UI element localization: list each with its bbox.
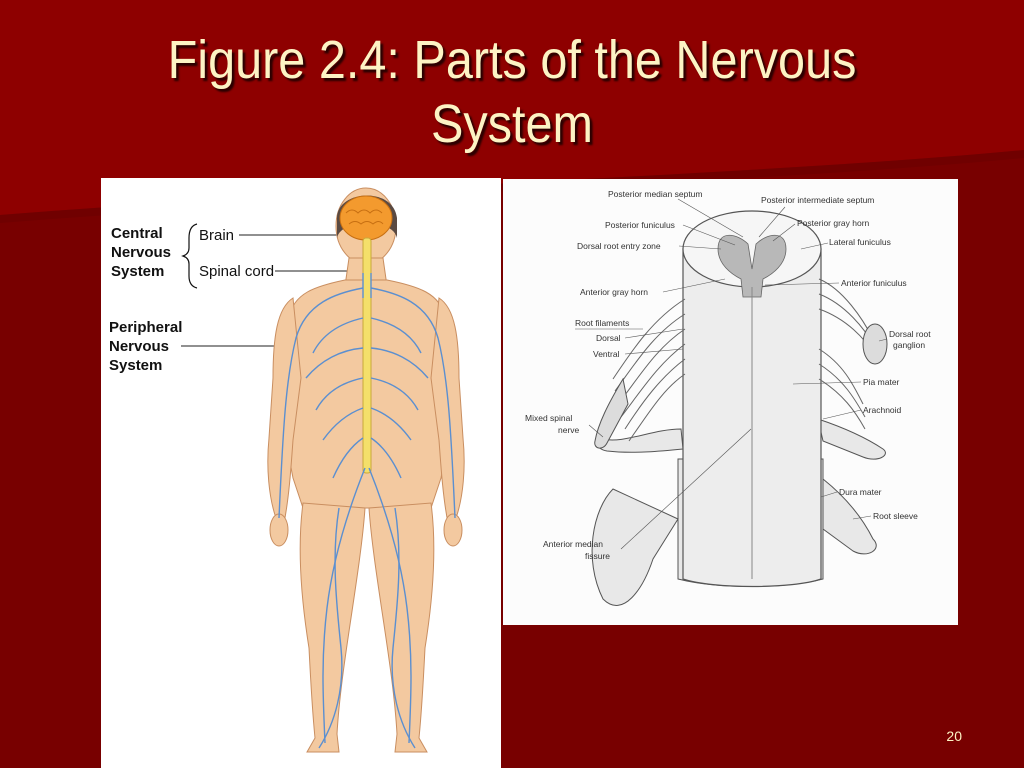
label-ventral: Ventral xyxy=(593,349,620,359)
label-fissure: fissure xyxy=(585,551,610,561)
spinal-cord-shape xyxy=(362,237,372,474)
peripheral-label-1: Peripheral xyxy=(109,319,182,336)
label-anterior-gray-horn: Anterior gray horn xyxy=(580,287,648,297)
body-figure-panel: Central Nervous System Brain Spinal cord… xyxy=(101,178,501,768)
label-dorsal-root: Dorsal root xyxy=(889,329,931,339)
label-root-sleeve: Root sleeve xyxy=(873,511,918,521)
brain-folds xyxy=(345,209,384,225)
peripheral-nerves xyxy=(278,273,456,749)
label-posterior-funiculus: Posterior funiculus xyxy=(605,220,675,230)
slide-title: Figure 2.4: Parts of the Nervous System xyxy=(51,28,973,156)
page-number: 20 xyxy=(946,728,962,744)
label-anterior-funiculus: Anterior funiculus xyxy=(841,278,907,288)
label-posterior-median-septum: Posterior median septum xyxy=(608,189,703,199)
spinal-cord-illustration: Posterior median septum Posterior interm… xyxy=(525,189,931,606)
dorsal-root-ganglion-shape xyxy=(862,323,888,365)
label-dorsal: Dorsal xyxy=(596,333,621,343)
label-ganglion: ganglion xyxy=(893,340,925,350)
cord-leader-lines xyxy=(588,198,888,550)
peripheral-label-2: Nervous xyxy=(109,338,169,355)
title-line-1: Figure 2.4: Parts of the Nervous xyxy=(167,30,857,90)
cord-labels: Posterior median septum Posterior interm… xyxy=(525,189,931,561)
label-arachnoid: Arachnoid xyxy=(863,405,902,415)
gray-matter xyxy=(717,234,787,298)
label-anterior-median: Anterior median xyxy=(543,539,603,549)
label-mixed-spinal: Mixed spinal xyxy=(525,413,572,423)
label-posterior-intermediate-septum: Posterior intermediate septum xyxy=(761,195,874,205)
mixed-spinal-nerve-shape xyxy=(594,377,629,449)
title-line-2: System xyxy=(430,94,594,154)
cns-brace xyxy=(181,223,198,289)
spinal-cord-label: Spinal cord xyxy=(199,263,274,280)
label-lateral-funiculus: Lateral funiculus xyxy=(829,237,891,247)
central-label-3: System xyxy=(111,263,164,280)
label-root-filaments: Root filaments xyxy=(575,318,629,328)
label-dura-mater: Dura mater xyxy=(839,487,882,497)
label-posterior-gray-horn: Posterior gray horn xyxy=(797,218,870,228)
central-label-1: Central xyxy=(111,225,163,242)
central-label-2: Nervous xyxy=(111,244,171,261)
label-pia-mater: Pia mater xyxy=(863,377,900,387)
brain-shape xyxy=(339,195,393,241)
label-dorsal-root-entry-zone: Dorsal root entry zone xyxy=(577,241,661,251)
label-nerve: nerve xyxy=(558,425,580,435)
peripheral-label-3: System xyxy=(109,357,162,374)
spinal-cord-figure-panel: Posterior median septum Posterior interm… xyxy=(503,179,958,625)
brain-label: Brain xyxy=(199,227,234,244)
body-illustration: Central Nervous System Brain Spinal cord… xyxy=(109,187,465,753)
